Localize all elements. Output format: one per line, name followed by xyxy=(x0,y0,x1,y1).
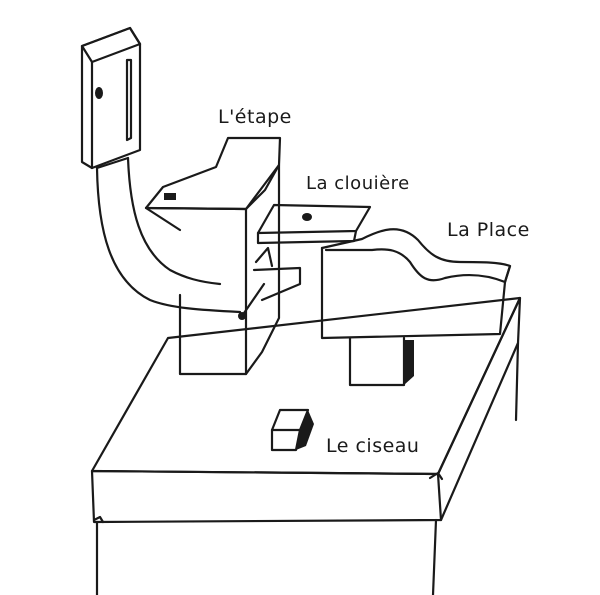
bench-side xyxy=(436,296,522,522)
bench-mark-2 xyxy=(92,515,105,524)
hammer-hole xyxy=(95,87,103,99)
bench-leg-right-front xyxy=(431,518,438,595)
hammer xyxy=(80,26,242,314)
ciseau-tool xyxy=(270,408,314,452)
etape-top xyxy=(144,136,282,211)
etape-lever-bracket xyxy=(254,246,274,268)
bench-top xyxy=(90,296,522,476)
etape-lever xyxy=(252,266,302,302)
bench-mark xyxy=(428,471,444,481)
etape-side xyxy=(244,163,281,376)
bench-front xyxy=(90,469,443,524)
ciseau-shadow xyxy=(296,410,314,450)
place-anvil xyxy=(320,228,512,387)
place-front xyxy=(320,246,507,340)
bench-leg-right-back xyxy=(514,341,520,422)
etape-lever-knob xyxy=(238,312,246,320)
hammer-handle-inner xyxy=(126,156,222,286)
clouiere-hole xyxy=(302,213,312,221)
place-foot-shadow xyxy=(404,340,414,385)
etape-lever-rod xyxy=(240,282,266,318)
etape-block xyxy=(144,136,302,376)
clouiere-front xyxy=(256,229,358,245)
hammer-head-top xyxy=(80,26,142,64)
label-clouiere: La clouière xyxy=(306,173,410,194)
hammer-handle-cap xyxy=(95,156,130,170)
label-etape: L'étape xyxy=(218,106,292,128)
clouiere-top xyxy=(256,203,372,235)
place-side xyxy=(503,264,512,284)
label-place: La Place xyxy=(447,219,530,241)
ciseau-front xyxy=(270,428,302,452)
etape-step xyxy=(144,206,182,232)
label-ciseau: Le ciseau xyxy=(326,435,420,457)
place-foot xyxy=(348,336,406,387)
hammer-handle-outer xyxy=(95,166,242,314)
etape-hole xyxy=(164,193,176,200)
bench xyxy=(90,296,522,595)
clouiere-plate xyxy=(256,203,372,245)
hammer-slot xyxy=(125,58,133,142)
